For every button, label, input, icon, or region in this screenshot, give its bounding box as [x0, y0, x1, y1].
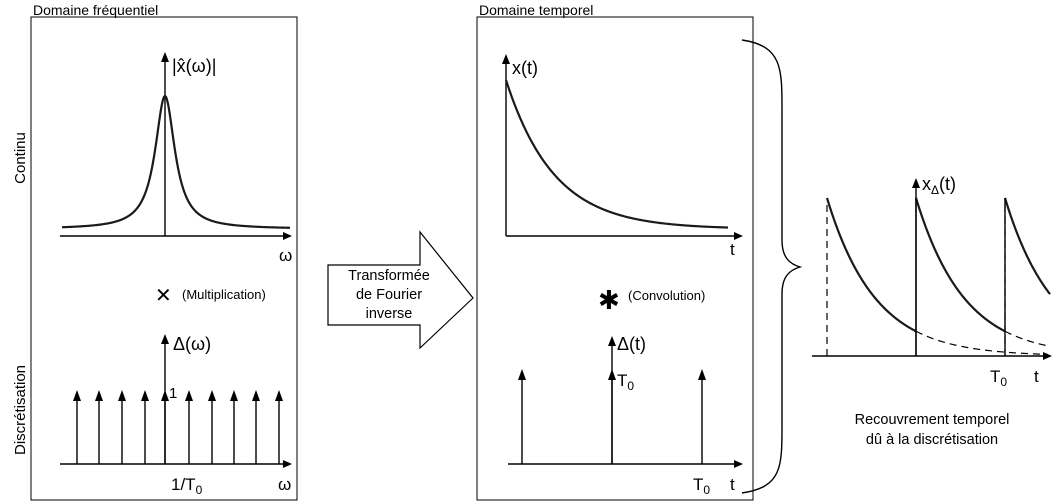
freq-comb-arrow-4-head — [141, 390, 149, 401]
freq-comb-arrow-6 — [185, 390, 193, 464]
left-panel-frame — [30, 16, 298, 501]
freq-comb-arrow-2-head — [95, 390, 103, 401]
freq-comb-arrow-1 — [73, 390, 81, 464]
comb-xlabel: ω — [278, 475, 291, 494]
comb-x-arrowhead — [283, 460, 292, 468]
freq-comb-arrow-1-head — [73, 390, 81, 401]
time-comb-plot: Δ(t) T0 T0 t — [508, 334, 743, 497]
freq-comb-arrow-5-head — [161, 390, 169, 401]
signal-ylabel: x(t) — [512, 58, 538, 78]
spectrum-plot: |x̂(ω)| ω — [60, 52, 292, 265]
time-comb-xlabel: t — [730, 475, 735, 494]
right-panel-title: Domaine temporel — [479, 2, 593, 18]
signal-x-arrowhead — [734, 232, 743, 240]
arrow-label-line3: inverse — [366, 306, 413, 322]
time-comb-arrow-3 — [698, 369, 706, 464]
freq-comb-arrow-3-head — [118, 390, 126, 401]
time-comb-period-label: T0 — [693, 475, 710, 497]
comb-ylabel: Δ(ω) — [173, 334, 211, 354]
aliased-xlabel: t — [1034, 367, 1039, 386]
freq-comb-arrow-6-head — [185, 390, 193, 401]
signal-y-arrowhead — [502, 54, 510, 64]
time-comb-ylabel: Δ(t) — [617, 334, 646, 354]
spectrum-curve — [61, 94, 291, 229]
multiply-icon: ✕ — [155, 285, 172, 307]
aliased-curves — [825, 197, 1051, 356]
freq-comb-arrow-7 — [208, 390, 216, 464]
freq-comb-arrow-8 — [230, 390, 238, 464]
convolve-icon: ✱ — [598, 285, 620, 315]
comb-height-label: 1 — [169, 385, 177, 402]
arrow-label-line1: Transformée — [348, 268, 430, 284]
caption-line2: dû à la discrétisation — [866, 432, 998, 448]
aliased-period-label: T0 — [990, 367, 1007, 389]
time-comb-height-label: T0 — [617, 371, 634, 393]
curly-brace — [741, 39, 803, 494]
row-label-discretisation: Discrétisation — [12, 365, 29, 455]
freq-comb-arrow-2 — [95, 390, 103, 464]
arrow-label-line2: de Fourier — [356, 287, 422, 303]
time-comb-y-arrowhead — [608, 336, 616, 346]
multiply-label: (Multiplication) — [182, 287, 266, 302]
signal-plot: x(t) t — [502, 54, 743, 259]
freq-comb-arrow-10 — [275, 390, 283, 464]
aliased-curve-3 — [1003, 197, 1051, 295]
freq-comb-arrow-3 — [118, 390, 126, 464]
time-comb-x-arrowhead — [734, 460, 743, 468]
freq-comb-arrow-8-head — [230, 390, 238, 401]
time-comb-arrow-2 — [608, 369, 616, 464]
row-label-continu: Continu — [12, 132, 29, 184]
left-panel-title: Domaine fréquentiel — [33, 2, 158, 18]
signal-curve — [504, 79, 729, 229]
time-comb-arrow-1-head — [518, 369, 526, 380]
right-panel-frame — [476, 16, 754, 501]
freq-comb-arrow-7-head — [208, 390, 216, 401]
freq-comb-arrow-9-head — [252, 390, 260, 401]
aliased-tail-2 — [1004, 330, 1049, 347]
caption-line1: Recouvrement temporel — [855, 412, 1010, 428]
freq-comb-arrow-9 — [252, 390, 260, 464]
time-comb-arrow-2-head — [608, 369, 616, 380]
freq-comb-arrows — [73, 390, 283, 464]
freq-comb-arrow-10-head — [275, 390, 283, 401]
aliased-curve-2 — [914, 197, 1006, 333]
time-comb-arrow-3-head — [698, 369, 706, 380]
time-comb-arrow-1 — [518, 369, 526, 464]
aliased-ylabel: xΔ(t) — [922, 174, 956, 197]
aliased-x-arrowhead — [1043, 352, 1052, 360]
spectrum-ylabel: |x̂(ω)| — [172, 56, 216, 76]
signal-xlabel: t — [730, 240, 735, 259]
time-comb-arrows — [518, 369, 706, 464]
freq-comb-arrow-5 — [161, 390, 169, 464]
aliased-tail-1 — [915, 330, 1049, 356]
spectrum-y-arrowhead — [161, 52, 169, 62]
freq-comb-arrow-4 — [141, 390, 149, 464]
spectrum-x-arrowhead — [283, 232, 292, 240]
spectrum-xlabel: ω — [279, 246, 292, 265]
comb-spacing-label: 1/T0 — [171, 475, 203, 497]
aliased-signal-plot: xΔ(t) T0 t — [812, 174, 1052, 389]
inverse-fourier-arrow — [327, 230, 474, 350]
aliased-curve-1 — [825, 197, 917, 333]
freq-comb-plot: Δ(ω) 1 1/T0 ω — [60, 334, 292, 497]
convolve-label: (Convolution) — [628, 288, 705, 303]
comb-y-arrowhead — [161, 334, 169, 344]
aliased-y-arrowhead — [912, 178, 920, 188]
